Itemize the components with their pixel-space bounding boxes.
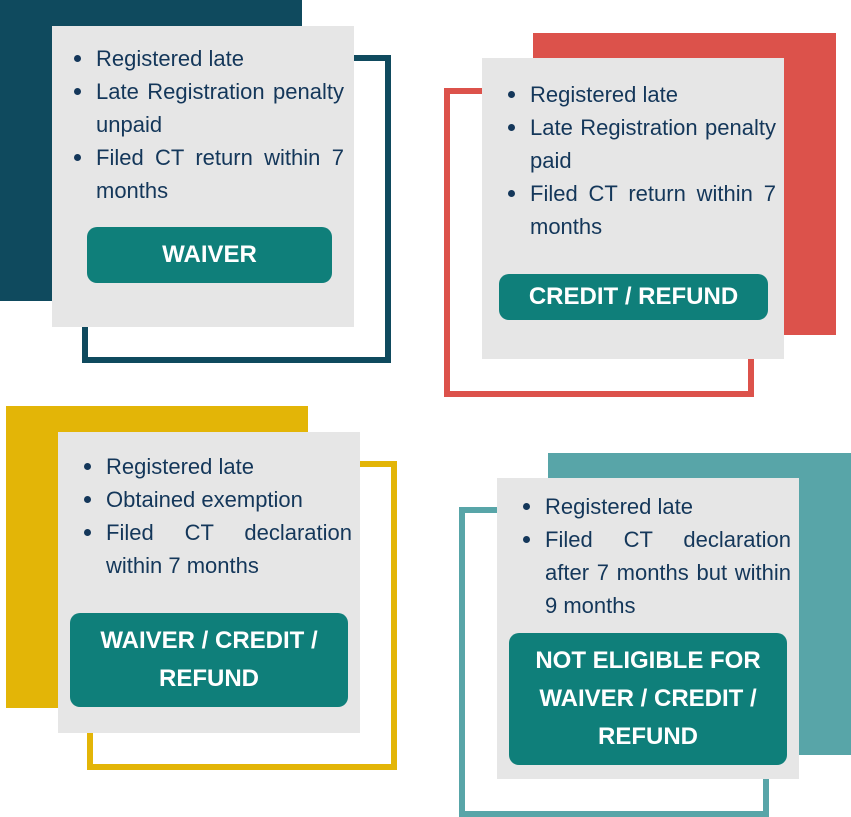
condition-item: Registered late: [513, 490, 791, 523]
outcome-badge: WAIVER / CREDIT / REFUND: [70, 613, 348, 707]
condition-list: Registered late Late Registration penalt…: [498, 78, 776, 243]
outcome-badge: WAIVER: [87, 227, 332, 283]
condition-list: Registered late Obtained exemption Filed…: [74, 450, 352, 582]
condition-item: Filed CT declaration after 7 months but …: [513, 523, 791, 622]
condition-item: Registered late: [64, 42, 344, 75]
outcome-badge: NOT ELIGIBLE FOR WAIVER / CREDIT / REFUN…: [509, 633, 787, 765]
condition-item: Filed CT declaration within 7 months: [74, 516, 352, 582]
condition-list: Registered late Filed CT declaration aft…: [513, 490, 791, 622]
condition-list: Registered late Late Registration penalt…: [64, 42, 344, 207]
condition-item: Late Registration penalty paid: [498, 111, 776, 177]
condition-item: Obtained exemption: [74, 483, 352, 516]
condition-item: Late Registration penalty unpaid: [64, 75, 344, 141]
outcome-badge: CREDIT / REFUND: [499, 274, 768, 320]
condition-item: Registered late: [498, 78, 776, 111]
condition-item: Registered late: [74, 450, 352, 483]
condition-item: Filed CT return within 7 months: [64, 141, 344, 207]
condition-item: Filed CT return within 7 months: [498, 177, 776, 243]
